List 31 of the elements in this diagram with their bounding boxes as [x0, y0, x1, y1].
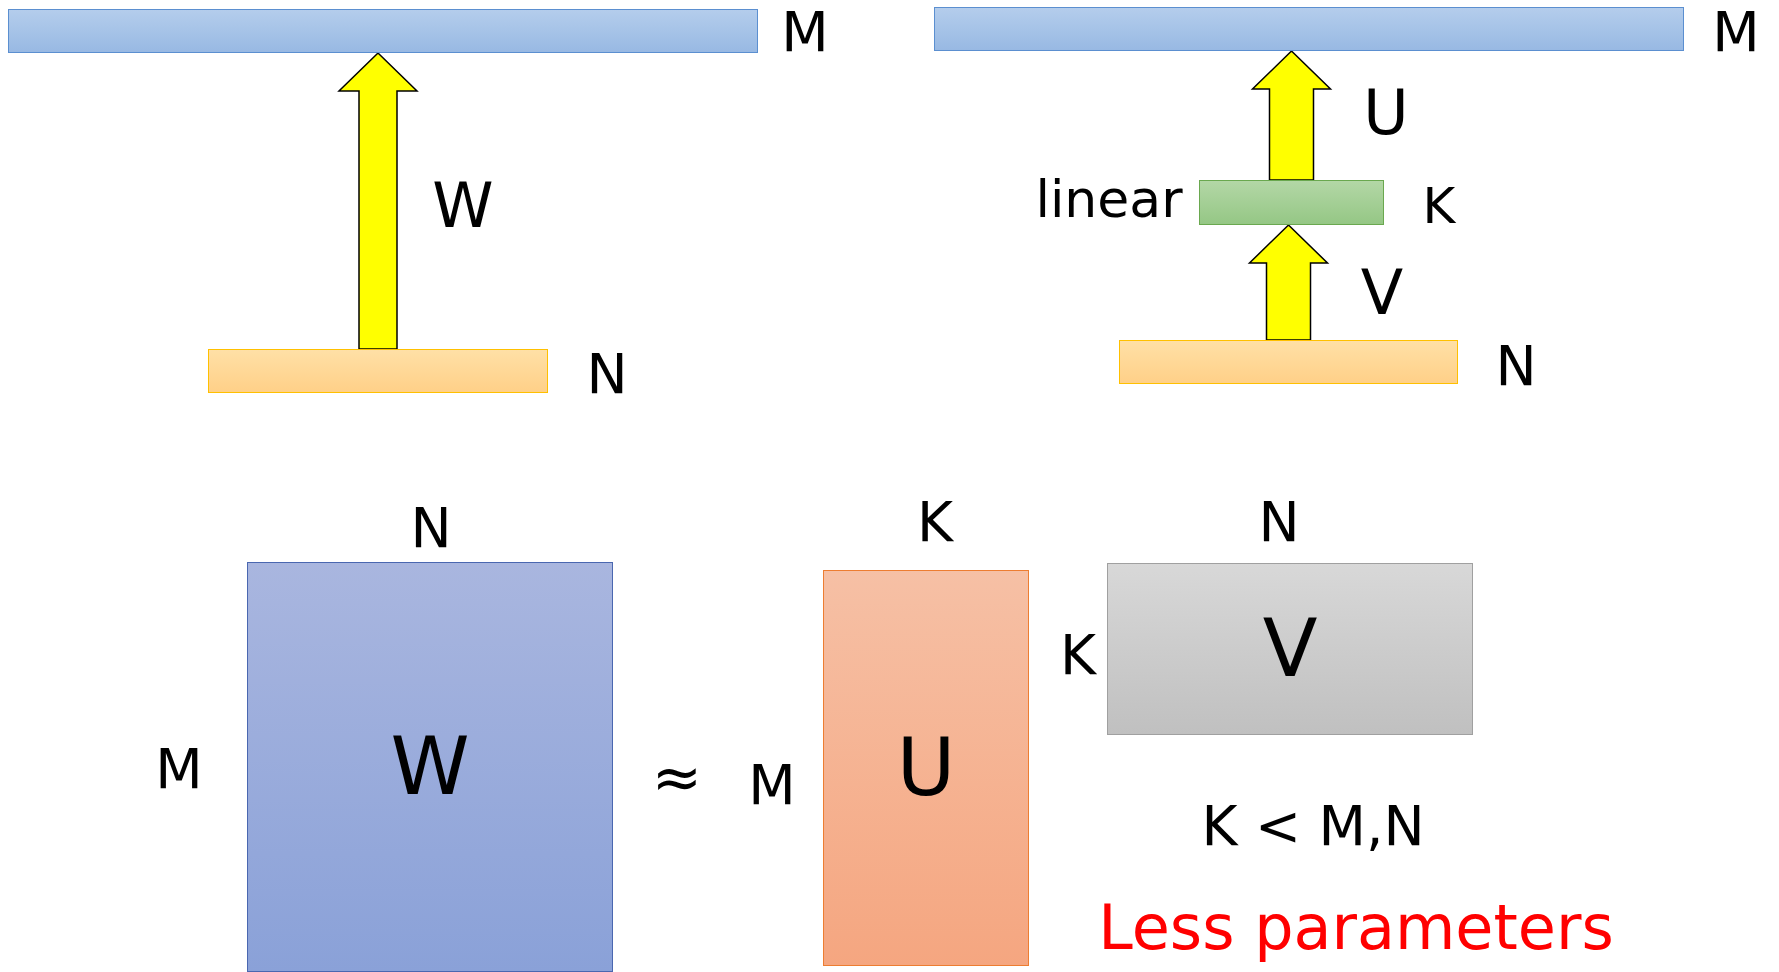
dimension-label: K: [1422, 181, 1456, 231]
dimension-label: linear: [1035, 173, 1183, 225]
dimension-label: N: [410, 500, 452, 556]
matrix-box: [1107, 563, 1473, 735]
matrix-name: V: [1262, 609, 1318, 689]
dimension-label: M: [781, 4, 829, 60]
dimension-label: M: [748, 757, 796, 813]
vector-bar: [934, 7, 1684, 51]
matrix-name: W: [390, 727, 470, 807]
edge-label: U: [1363, 82, 1409, 144]
block-arrow: [1247, 223, 1330, 341]
vector-bar: [1119, 340, 1458, 384]
block-arrow: [337, 51, 419, 350]
vector-bar: [208, 349, 548, 393]
dimension-label: N: [586, 346, 628, 402]
dimension-label: K: [916, 494, 954, 550]
edge-label: V: [1360, 262, 1404, 324]
matrix-box: [823, 570, 1029, 966]
dimension-label: N: [1495, 338, 1537, 394]
dimension-label: K: [1059, 627, 1097, 683]
vector-bar: [8, 9, 758, 53]
condition-text: K < M,N: [1201, 798, 1425, 854]
edge-label: W: [432, 175, 494, 237]
vector-bar: [1199, 180, 1384, 225]
matrix-box: [247, 562, 613, 972]
matrix-name: U: [896, 728, 956, 808]
dimension-label: M: [155, 741, 203, 797]
dimension-label: M: [1712, 4, 1760, 60]
block-arrow: [1250, 49, 1333, 181]
approx-sign: ≈: [651, 747, 703, 807]
dimension-label: N: [1258, 494, 1300, 550]
